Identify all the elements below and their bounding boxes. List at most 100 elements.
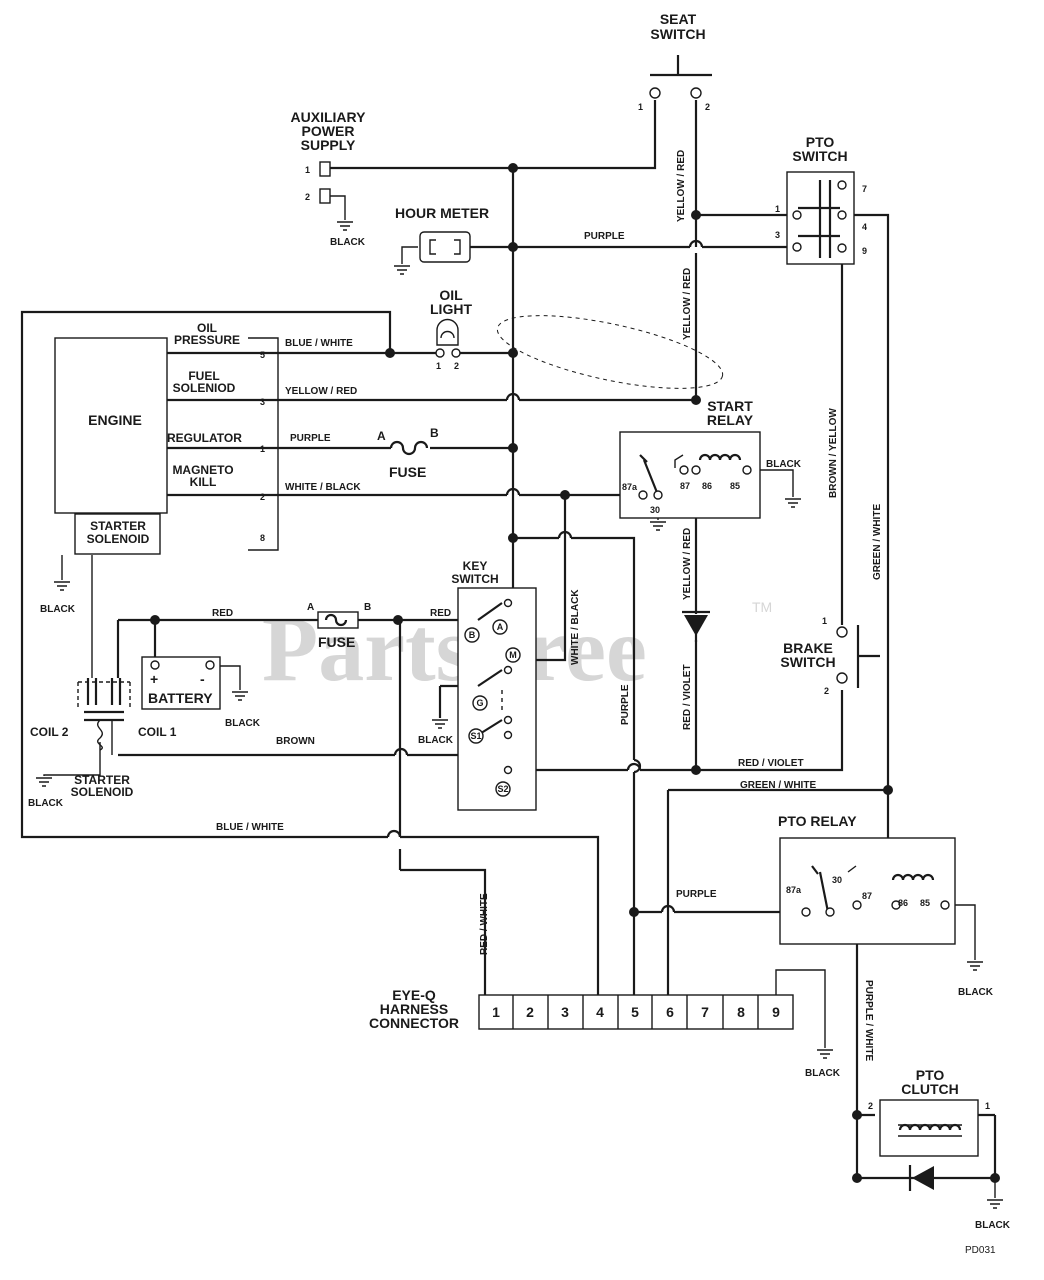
svg-text:87: 87 bbox=[680, 481, 690, 491]
wire-label-blue-white-2: BLUE / WHITE bbox=[216, 822, 284, 833]
svg-text:87a: 87a bbox=[622, 482, 638, 492]
svg-text:S2: S2 bbox=[497, 784, 508, 794]
battery-label: BATTERY bbox=[148, 690, 213, 706]
engine-label: ENGINE bbox=[88, 412, 142, 428]
wire-label-purple-2: PURPLE bbox=[620, 684, 631, 725]
wire-label-purple-3: PURPLE bbox=[676, 889, 717, 900]
svg-text:2: 2 bbox=[454, 361, 459, 371]
svg-text:A: A bbox=[497, 622, 504, 632]
svg-text:1: 1 bbox=[822, 616, 827, 626]
wire-label-white-black-2: WHITE / BLACK bbox=[570, 589, 581, 665]
pto-relay: 87a 30 87 86 85 PTO RELAY BLACK bbox=[778, 813, 994, 998]
wire-label-green-white-2: GREEN / WHITE bbox=[740, 780, 816, 791]
svg-text:30: 30 bbox=[650, 505, 660, 515]
svg-text:1: 1 bbox=[305, 165, 310, 175]
start-relay-black-label: BLACK bbox=[766, 459, 802, 470]
solenoid-black-label: BLACK bbox=[28, 798, 64, 809]
svg-text:85: 85 bbox=[920, 898, 930, 908]
svg-text:1: 1 bbox=[436, 361, 441, 371]
regulator-label: REGULATOR bbox=[167, 431, 242, 445]
svg-text:3: 3 bbox=[775, 230, 780, 240]
wire-label-purple-white: PURPLE / WHITE bbox=[863, 980, 874, 1061]
svg-text:9: 9 bbox=[862, 246, 867, 256]
wire-label-purple-1: PURPLE bbox=[290, 433, 331, 444]
svg-text:2: 2 bbox=[824, 686, 829, 696]
aux-black-label: BLACK bbox=[330, 237, 366, 248]
svg-text:3: 3 bbox=[260, 397, 265, 407]
wire-label-purple-hour: PURPLE bbox=[584, 231, 625, 242]
svg-text:86: 86 bbox=[898, 898, 908, 908]
wire-label-red-2: RED bbox=[430, 608, 451, 619]
svg-text:2: 2 bbox=[868, 1101, 873, 1111]
wire-label-red-violet-1: RED / VIOLET bbox=[682, 664, 693, 730]
svg-text:1: 1 bbox=[985, 1101, 990, 1111]
wire-label-yellow-red-1: YELLOW / RED bbox=[285, 386, 357, 397]
svg-text:9: 9 bbox=[772, 1004, 780, 1020]
wire-label-green-white-1: GREEN / WHITE bbox=[872, 504, 883, 580]
svg-text:1: 1 bbox=[260, 444, 265, 454]
svg-text:+: + bbox=[150, 671, 158, 687]
svg-text:8: 8 bbox=[737, 1004, 745, 1020]
fuse-mid: A B FUSE bbox=[307, 602, 371, 650]
junctions bbox=[150, 163, 1000, 1183]
svg-text:4: 4 bbox=[862, 222, 867, 232]
pto-relay-black-label: BLACK bbox=[958, 987, 994, 998]
svg-text:6: 6 bbox=[666, 1004, 674, 1020]
coil1-label: COIL 1 bbox=[138, 725, 177, 739]
clutch-black-label: BLACK bbox=[975, 1220, 1011, 1231]
fuse-mid-label: FUSE bbox=[318, 634, 355, 650]
wire-label-yellow-red-4: YELLOW / RED bbox=[682, 528, 693, 600]
svg-text:3: 3 bbox=[561, 1004, 569, 1020]
svg-text:30: 30 bbox=[832, 875, 842, 885]
svg-text:7: 7 bbox=[862, 184, 867, 194]
battery-black-label: BLACK bbox=[225, 718, 261, 729]
svg-text:B: B bbox=[469, 630, 476, 640]
figure-id: PD031 bbox=[965, 1245, 996, 1256]
svg-text:G: G bbox=[476, 698, 483, 708]
diode-start bbox=[682, 600, 710, 642]
wires bbox=[20, 100, 1003, 1209]
svg-text:2: 2 bbox=[526, 1004, 534, 1020]
svg-text:7: 7 bbox=[701, 1004, 709, 1020]
svg-text:5: 5 bbox=[260, 350, 265, 360]
svg-text:2: 2 bbox=[260, 492, 265, 502]
wire-label-brown-yellow: BROWN / YELLOW bbox=[828, 408, 839, 498]
svg-text:1: 1 bbox=[638, 102, 643, 112]
svg-text:86: 86 bbox=[702, 481, 712, 491]
fuse-top: A B FUSE bbox=[377, 426, 439, 480]
svg-text:87a: 87a bbox=[786, 885, 802, 895]
svg-text:-: - bbox=[200, 671, 205, 687]
svg-text:85: 85 bbox=[730, 481, 740, 491]
hour-meter: HOUR METER bbox=[395, 205, 489, 263]
svg-text:8: 8 bbox=[260, 533, 265, 543]
fuse-top-label: FUSE bbox=[389, 464, 426, 480]
svg-text:87: 87 bbox=[862, 891, 872, 901]
pto-relay-label: PTO RELAY bbox=[778, 813, 857, 829]
svg-text:2: 2 bbox=[305, 192, 310, 202]
wire-label-red-1: RED bbox=[212, 608, 233, 619]
svg-text:1: 1 bbox=[492, 1004, 500, 1020]
eyeq-black-label: BLACK bbox=[805, 1068, 841, 1079]
svg-text:B: B bbox=[364, 602, 371, 613]
